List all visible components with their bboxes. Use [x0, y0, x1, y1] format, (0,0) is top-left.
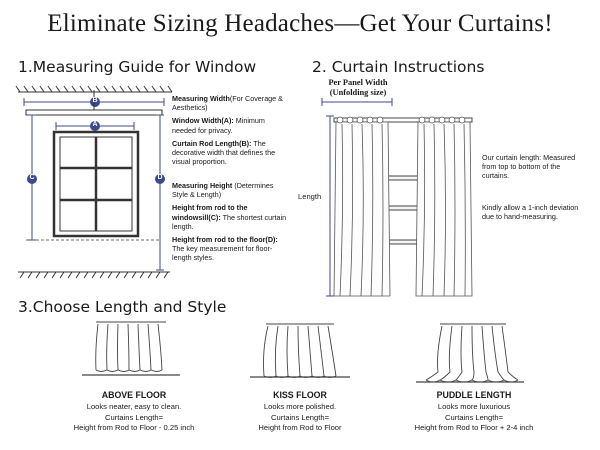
- above-floor-illustration: [82, 321, 180, 376]
- height-head-note: (Determines Style & Length): [172, 181, 274, 200]
- measuring-height-text: Measuring Height (Determines Style & Len…: [172, 181, 288, 267]
- floor-line: [18, 271, 170, 279]
- window-width-text: Minimum needed for privacy.: [172, 116, 265, 135]
- panel-width-line1: Per Panel Width: [328, 78, 388, 87]
- style-above-floor-name: ABOVE FLOOR: [101, 390, 167, 400]
- height-head: Measuring Height: [172, 181, 233, 190]
- floor-label: Height from rod to the floor(D):: [172, 235, 278, 245]
- style-above-floor-line1: Looks neater, easy to clean.: [86, 402, 182, 412]
- panel-width-line2: (Unfolding size): [329, 87, 387, 97]
- marker-d-label: D: [157, 174, 163, 181]
- curtain-length-note: Our curtain length: Measured from top to…: [482, 153, 576, 181]
- marker-d: [155, 174, 165, 184]
- panel-width-label: Per Panel Width (Unfolding size): [318, 78, 398, 97]
- style-puddle-length-line2: Curtains Length=: [444, 412, 504, 422]
- style-kiss-floor-line1: Looks more polished.: [263, 402, 337, 412]
- style-above-floor-line3: Height from Rod to Floor - 0.25 inch: [73, 423, 195, 433]
- style-kiss-floor-name: KISS FLOOR: [273, 390, 327, 400]
- style-above-floor: ABOVE FLOOR Looks neater, easy to clean.…: [56, 390, 212, 434]
- left-curtain-panel: [333, 116, 391, 297]
- style-puddle-length-line3: Height from Rod to Floor + 2-4 inch: [414, 423, 534, 433]
- rod-length-text: The decorative width that defines the vi…: [172, 138, 276, 167]
- floor-text: The key measurement for floor-length sty…: [172, 244, 273, 263]
- measuring-width-text: Measuring Width(For Coverage & Aesthetic…: [172, 94, 288, 170]
- sill-text: The shortest curtain length.: [172, 212, 287, 231]
- length-label: Length: [298, 192, 322, 201]
- puddle-length-illustration: [416, 323, 524, 383]
- style-above-floor-line2: Curtains Length=: [104, 412, 164, 422]
- length-dimension: [326, 115, 334, 297]
- marker-a: [90, 121, 100, 131]
- curtain-rod-2: [333, 117, 473, 123]
- page-title: Eliminate Sizing Headaches—Get Your Curt…: [47, 10, 553, 37]
- style-kiss-floor-line3: Height from Rod to Floor: [258, 423, 342, 433]
- style-kiss-floor: KISS FLOOR Looks more polished. Curtains…: [226, 390, 374, 434]
- rod-length-label: Curtain Rod Length(B):: [172, 138, 252, 148]
- width-head-note: (For Coverage & Aesthetics): [172, 94, 283, 113]
- panel-width-dimension: [321, 98, 393, 106]
- marker-b: [90, 97, 100, 107]
- section2-heading: 2. Curtain Instructions: [312, 58, 485, 76]
- style-puddle-length: PUDDLE LENGTH Looks more luxurious Curta…: [396, 390, 552, 434]
- style-puddle-length-line1: Looks more luxurious: [437, 402, 511, 412]
- kiss-floor-illustration: [250, 323, 350, 378]
- sill-label: Height from rod to the windowsill(C):: [172, 203, 248, 222]
- marker-b-label: B: [92, 97, 98, 104]
- marker-a-label: A: [92, 121, 98, 128]
- marker-c-label: C: [29, 174, 35, 181]
- section1-heading: 1.Measuring Guide for Window: [18, 58, 257, 76]
- style-kiss-floor-line2: Curtains Length=: [270, 412, 330, 422]
- width-head: Measuring Width: [172, 94, 230, 103]
- curtain-rod: [25, 109, 163, 116]
- rod-to-floor-dimension: [156, 114, 164, 271]
- window-width-label: Window Width(A):: [172, 116, 234, 126]
- style-puddle-length-name: PUDDLE LENGTH: [436, 390, 512, 400]
- deviation-note: Kindly allow a 1-inch deviation due to h…: [482, 203, 579, 222]
- marker-c: [27, 174, 37, 184]
- ceiling-line: [15, 85, 173, 93]
- section3-heading: 3.Choose Length and Style: [18, 298, 227, 316]
- window-icon: [52, 130, 140, 238]
- right-curtain-panel: [415, 116, 473, 297]
- window-frame: [385, 175, 419, 245]
